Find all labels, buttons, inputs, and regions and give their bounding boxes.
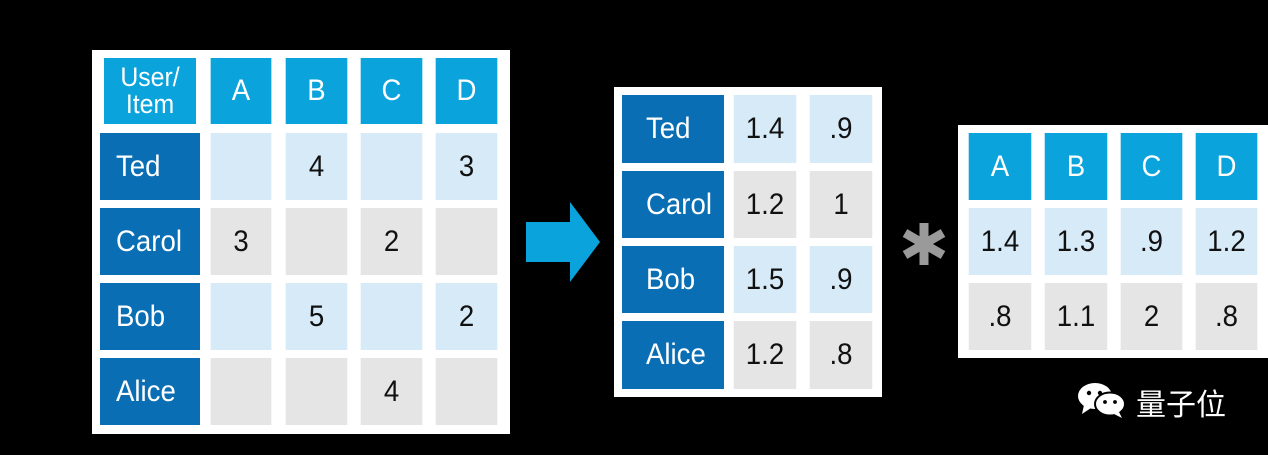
rating-cell [210, 358, 272, 425]
ratings-matrix: User/ Item A B C D Ted 4 3 Carol 3 2 Bob… [92, 50, 510, 434]
column-header-d: D [1195, 133, 1258, 200]
watermark: 量子位 [1076, 380, 1226, 424]
row-label-ted: Ted [100, 133, 200, 200]
factor-cell: 1.4 [733, 95, 797, 163]
multiply-asterisk-icon [899, 222, 949, 271]
column-header-b: B [1044, 133, 1108, 200]
corner-header: User/ Item [104, 58, 196, 124]
rating-cell [210, 283, 272, 350]
item-factor-matrix: A B C D 1.4 1.3 .9 1.2 .8 1.1 2 .8 [958, 125, 1268, 358]
factor-cell: 1.5 [733, 246, 797, 313]
factor-cell: 1.4 [968, 208, 1032, 275]
right-arrow-icon [526, 202, 600, 287]
column-header-a: A [968, 133, 1032, 200]
factor-cell: .8 [968, 283, 1032, 350]
column-header-d: D [435, 58, 498, 124]
row-label-carol: Carol [622, 171, 724, 238]
wechat-icon [1076, 381, 1128, 424]
column-header-b: B [285, 58, 348, 124]
factor-cell: 1 [809, 171, 873, 238]
rating-cell [285, 208, 348, 275]
rating-cell [435, 358, 498, 425]
row-label-alice: Alice [622, 321, 724, 389]
factor-cell: 1.1 [1044, 283, 1108, 350]
factor-cell: 1.2 [1195, 208, 1258, 275]
rating-cell: 4 [360, 358, 423, 425]
row-label-carol: Carol [100, 208, 200, 275]
column-header-c: C [1120, 133, 1183, 200]
rating-cell: 3 [210, 208, 272, 275]
factor-cell: 2 [1120, 283, 1183, 350]
rating-cell [360, 283, 423, 350]
factor-cell: .9 [809, 95, 873, 163]
rating-cell: 5 [285, 283, 348, 350]
row-label-alice: Alice [100, 358, 200, 425]
factor-cell: .9 [1120, 208, 1183, 275]
rating-cell [360, 133, 423, 200]
factor-cell: 1.3 [1044, 208, 1108, 275]
factor-cell: .8 [1195, 283, 1258, 350]
rating-cell: 4 [285, 133, 348, 200]
factor-cell: .8 [809, 321, 873, 389]
rating-cell [285, 358, 348, 425]
row-label-ted: Ted [622, 95, 724, 163]
row-label-bob: Bob [100, 283, 200, 350]
user-factor-matrix: Ted 1.4 .9 Carol 1.2 1 Bob 1.5 .9 Alice … [614, 87, 882, 397]
column-header-a: A [210, 58, 272, 124]
rating-cell: 2 [435, 283, 498, 350]
rating-cell [435, 208, 498, 275]
factor-cell: 1.2 [733, 321, 797, 389]
watermark-text: 量子位 [1136, 388, 1226, 423]
rating-cell: 3 [435, 133, 498, 200]
column-header-c: C [360, 58, 423, 124]
rating-cell [210, 133, 272, 200]
factor-cell: 1.2 [733, 171, 797, 238]
rating-cell: 2 [360, 208, 423, 275]
row-label-bob: Bob [622, 246, 724, 313]
factor-cell: .9 [809, 246, 873, 313]
